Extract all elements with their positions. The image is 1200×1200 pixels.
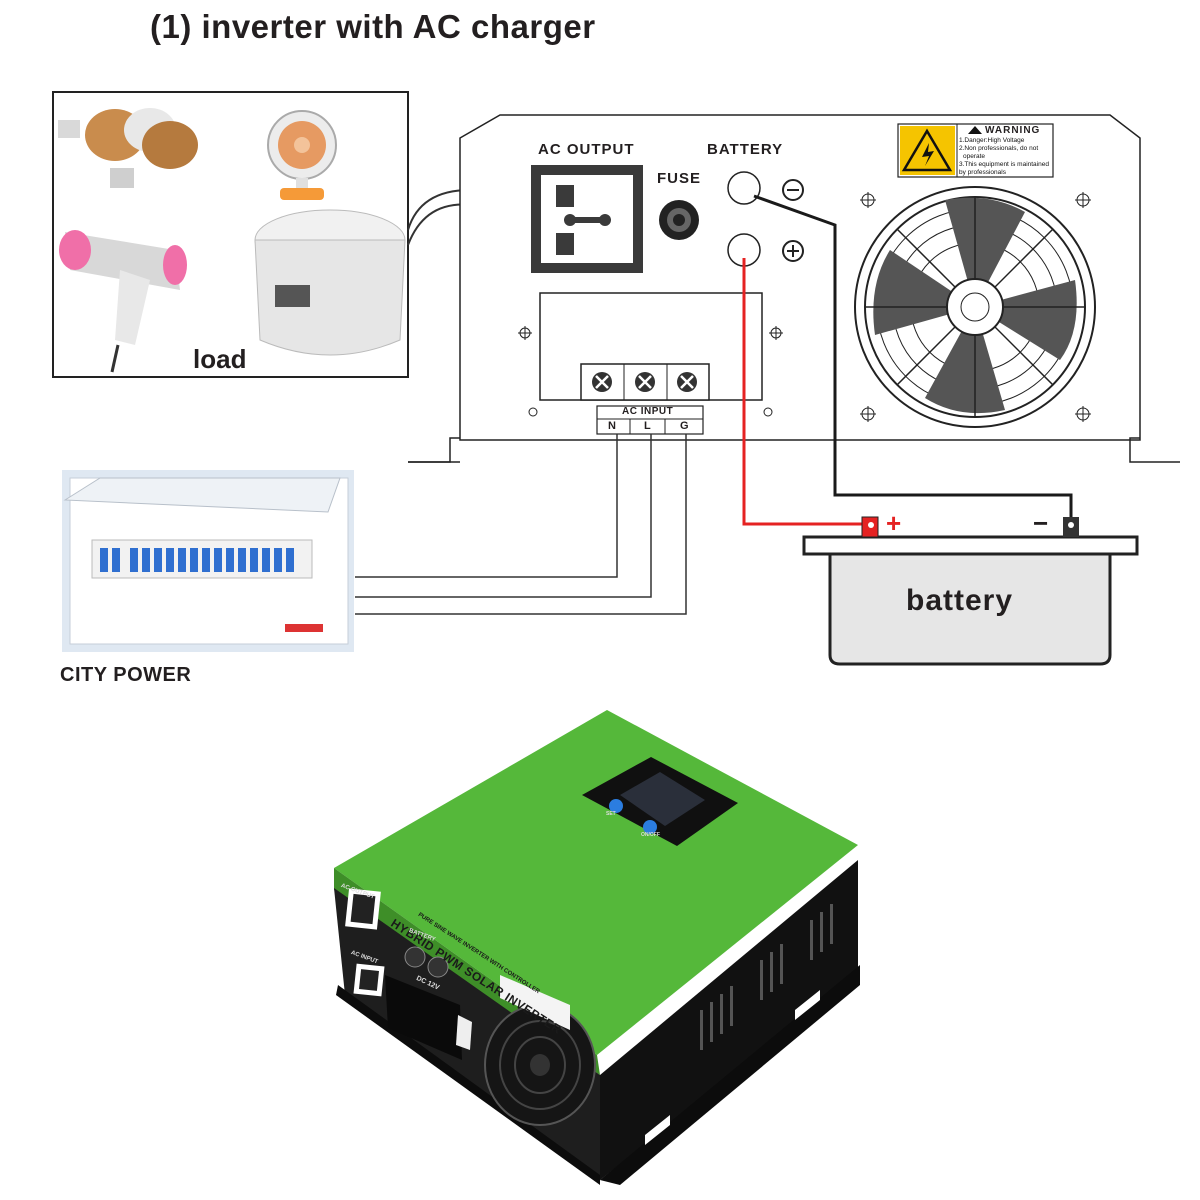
power-button-icon xyxy=(643,820,657,834)
light-bulbs-icon xyxy=(58,108,198,188)
ac-input-label: AC INPUT xyxy=(622,406,674,417)
load-panel xyxy=(52,91,409,378)
terminal-g-label: G xyxy=(680,420,689,432)
ac-output-label: AC OUTPUT xyxy=(538,141,635,158)
ac-output-socket xyxy=(531,165,643,273)
battery-positive-label: + xyxy=(886,508,902,538)
positive-battery-wire xyxy=(742,258,864,526)
breaker-panel xyxy=(62,470,354,652)
ac-input-wires xyxy=(355,434,687,615)
terminal-n-label: N xyxy=(608,420,616,432)
terminal-l-label: L xyxy=(644,420,651,432)
hybrid-inverter-photo xyxy=(334,710,860,1185)
screw-icon xyxy=(592,372,612,392)
warning-heading: WARNING xyxy=(985,125,1041,136)
heater-icon xyxy=(267,110,337,200)
ac-input-terminal-block xyxy=(518,292,783,435)
screw-icon xyxy=(635,372,655,392)
warning-triangle-icon xyxy=(968,126,982,134)
fuse-label: FUSE xyxy=(657,170,702,187)
warning-line: operate xyxy=(963,153,986,160)
city-power-label: CITY POWER xyxy=(60,664,192,686)
load-label: load xyxy=(193,344,247,374)
set-button-icon xyxy=(609,799,623,813)
warning-line: by professionals xyxy=(959,169,1006,176)
product-onoff-label: ON/OFF xyxy=(641,832,660,838)
product-set-label: SET xyxy=(606,811,616,817)
battery-terminals xyxy=(727,171,804,267)
page-title: (1) inverter with AC charger xyxy=(150,8,596,45)
battery-negative-label: − xyxy=(1033,508,1049,538)
warning-line: 2.Non professionals, do not xyxy=(959,145,1039,152)
warning-line: 1.Danger:High Voltage xyxy=(959,137,1025,144)
warning-text: 1.Danger:High Voltage 2.Non professional… xyxy=(959,137,1049,177)
hair-dryer-icon xyxy=(59,230,187,373)
rice-cooker-icon xyxy=(254,209,406,356)
screw-icon xyxy=(677,372,697,392)
warning-label xyxy=(897,123,1054,178)
battery-label: battery xyxy=(906,584,1014,617)
warning-line: 3.This equipment is maintained xyxy=(959,161,1049,168)
fuse-icon xyxy=(659,200,699,240)
battery-terminal-label: BATTERY xyxy=(707,141,784,158)
cooling-fan-icon xyxy=(854,186,1096,428)
negative-battery-wire xyxy=(753,194,1073,520)
battery-icon xyxy=(802,516,1139,666)
